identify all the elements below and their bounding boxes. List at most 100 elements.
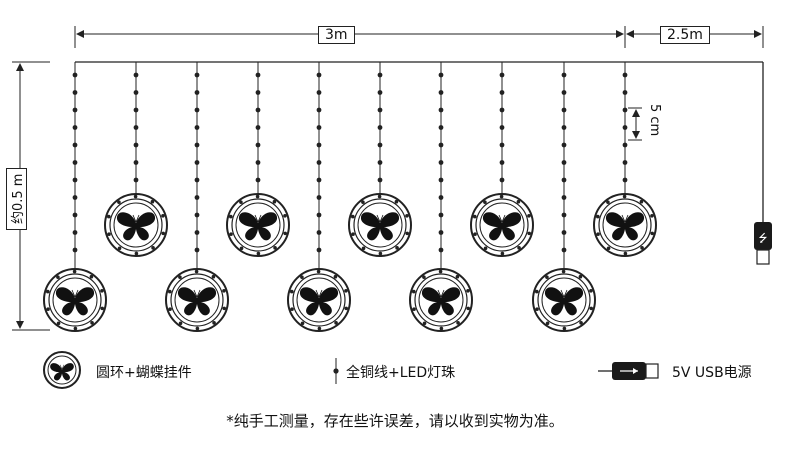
led-bead <box>133 90 139 95</box>
led-bead <box>133 177 139 183</box>
led-bead <box>438 142 444 148</box>
led-bead <box>133 107 139 113</box>
height-arrow-top <box>16 63 24 71</box>
led-bead <box>255 90 261 95</box>
butterfly-icon <box>116 212 156 241</box>
led-bead <box>72 90 78 95</box>
dim-arrow-2-5m-right <box>754 30 762 38</box>
usb-plug: ⭍ <box>754 222 772 265</box>
spacing-label: 5 cm <box>647 104 662 137</box>
usb-plug-connector <box>756 249 770 265</box>
width-3m-label: 3m <box>318 26 355 44</box>
butterfly-icon <box>421 287 461 316</box>
butterfly-icon <box>544 287 584 316</box>
led-bead <box>499 160 505 165</box>
led-bead <box>194 90 200 95</box>
led-bead <box>438 230 444 235</box>
spacing-arrow-top <box>632 109 640 117</box>
led-bead <box>194 212 200 218</box>
led-bead <box>194 247 200 253</box>
led-bead <box>499 72 505 78</box>
led-bead <box>622 72 628 78</box>
led-bead <box>255 142 261 148</box>
ring-ornament-8 <box>470 193 534 257</box>
led-bead <box>194 72 200 78</box>
ring-ornament-9 <box>532 268 596 332</box>
led-bead <box>622 160 628 165</box>
led-bead <box>622 142 628 148</box>
led-bead <box>438 160 444 165</box>
led-bead <box>194 195 200 200</box>
dim-arrow-2-5m-left <box>626 30 634 38</box>
dim-arrow-3m-right <box>616 30 624 38</box>
led-bead <box>561 212 567 218</box>
height-label: 约0.5 m <box>6 167 27 230</box>
ring-ornament-7 <box>409 268 473 332</box>
led-bead <box>255 125 261 130</box>
led-bead <box>561 195 567 200</box>
led-bead <box>72 247 78 253</box>
usb-plug-body <box>754 222 772 250</box>
led-bead <box>316 90 322 95</box>
led-bead <box>561 247 567 253</box>
legend-wire-label: 全铜线+LED灯珠 <box>346 365 456 381</box>
led-bead <box>194 107 200 113</box>
ring-ornament-2 <box>104 193 168 257</box>
led-bead <box>72 107 78 113</box>
led-bead <box>255 72 261 78</box>
led-bead <box>438 247 444 253</box>
ring-ornament-10 <box>593 193 657 257</box>
led-bead <box>438 212 444 218</box>
led-bead <box>377 142 383 148</box>
led-bead <box>561 160 567 165</box>
led-bead <box>377 177 383 183</box>
butterfly-icon <box>299 287 339 316</box>
led-bead <box>561 72 567 78</box>
led-bead <box>133 160 139 165</box>
led-bead <box>316 142 322 148</box>
legend-usb-icon <box>598 362 659 380</box>
led-bead <box>377 107 383 113</box>
ring-ornament-4 <box>226 193 290 257</box>
butterfly-icon <box>605 212 645 241</box>
led-bead <box>72 142 78 148</box>
butterfly-icon <box>177 287 217 316</box>
led-bead <box>194 177 200 183</box>
led-bead <box>72 72 78 78</box>
led-bead <box>622 125 628 130</box>
spacing-arrow-bottom <box>632 131 640 139</box>
led-bead <box>499 90 505 95</box>
butterfly-icon <box>360 212 400 241</box>
led-bead <box>72 212 78 218</box>
led-bead <box>72 160 78 165</box>
led-bead <box>438 125 444 130</box>
led-bead <box>438 195 444 200</box>
usb-symbol-icon: ⭍ <box>758 232 767 245</box>
led-bead <box>316 247 322 253</box>
led-bead <box>438 90 444 95</box>
butterfly-icon <box>238 212 278 241</box>
ring-ornament-6 <box>348 193 412 257</box>
led-bead <box>622 107 628 113</box>
led-bead <box>377 72 383 78</box>
led-bead <box>255 177 261 183</box>
dim-arrow-3m-left <box>76 30 84 38</box>
ring-ornament-5 <box>287 268 351 332</box>
width-2-5m-label: 2.5m <box>660 26 710 44</box>
legend-ring-label: 圆环+蝴蝶挂件 <box>96 365 192 381</box>
led-bead <box>499 177 505 183</box>
led-bead <box>72 230 78 235</box>
led-bead <box>377 125 383 130</box>
led-bead <box>194 125 200 130</box>
led-bead <box>316 212 322 218</box>
led-bead <box>622 177 628 183</box>
led-bead <box>561 90 567 95</box>
led-bead <box>133 72 139 78</box>
led-bead <box>316 160 322 165</box>
led-bead <box>561 125 567 130</box>
led-bead <box>72 195 78 200</box>
legend-ring-icon <box>43 351 81 389</box>
led-bead <box>316 72 322 78</box>
